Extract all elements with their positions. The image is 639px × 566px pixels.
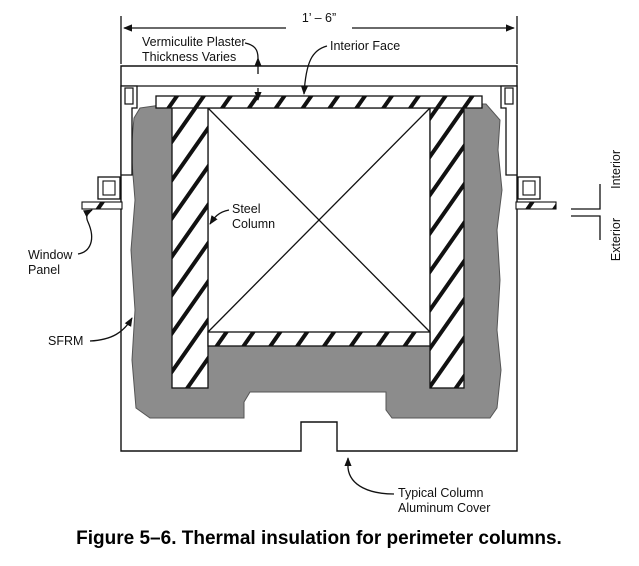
svg-text:Panel: Panel xyxy=(28,263,60,277)
svg-text:SFRM: SFRM xyxy=(48,334,83,348)
label-steel-column: Steel Column xyxy=(209,202,275,231)
svg-text:Thickness Varies: Thickness Varies xyxy=(142,50,236,64)
dimension-line: 1’ – 6” xyxy=(120,11,518,64)
dimension-label: 1’ – 6” xyxy=(302,11,336,25)
steel-flange-right xyxy=(429,103,465,389)
svg-text:Aluminum Cover: Aluminum Cover xyxy=(398,501,490,515)
label-window-panel: Window Panel xyxy=(28,209,93,277)
window-frame-right xyxy=(500,85,557,210)
steel-plate-bottom xyxy=(207,331,431,347)
figure-caption: Figure 5–6. Thermal insulation for perim… xyxy=(76,528,562,549)
label-sfrm: SFRM xyxy=(48,317,133,348)
interior-label: Interior xyxy=(609,150,623,189)
window-frame-left xyxy=(81,85,138,210)
column-core-cross xyxy=(207,107,431,333)
label-vermiculite: Vermiculite Plaster Thickness Varies xyxy=(142,35,262,101)
vermiculite-plaster-layer xyxy=(155,95,483,109)
svg-text:Typical Column: Typical Column xyxy=(398,486,483,500)
label-interior-face: Interior Face xyxy=(300,39,400,95)
svg-text:Steel: Steel xyxy=(232,202,261,216)
svg-text:Interior Face: Interior Face xyxy=(330,39,400,53)
label-aluminum-cover: Typical Column Aluminum Cover xyxy=(344,457,490,515)
exterior-label: Exterior xyxy=(609,218,623,261)
steel-flange-left xyxy=(171,103,209,389)
svg-text:Window: Window xyxy=(28,248,73,262)
interior-exterior-indicator: Interior Exterior xyxy=(571,150,623,261)
svg-text:Vermiculite Plaster: Vermiculite Plaster xyxy=(142,35,246,49)
svg-text:Column: Column xyxy=(232,217,275,231)
